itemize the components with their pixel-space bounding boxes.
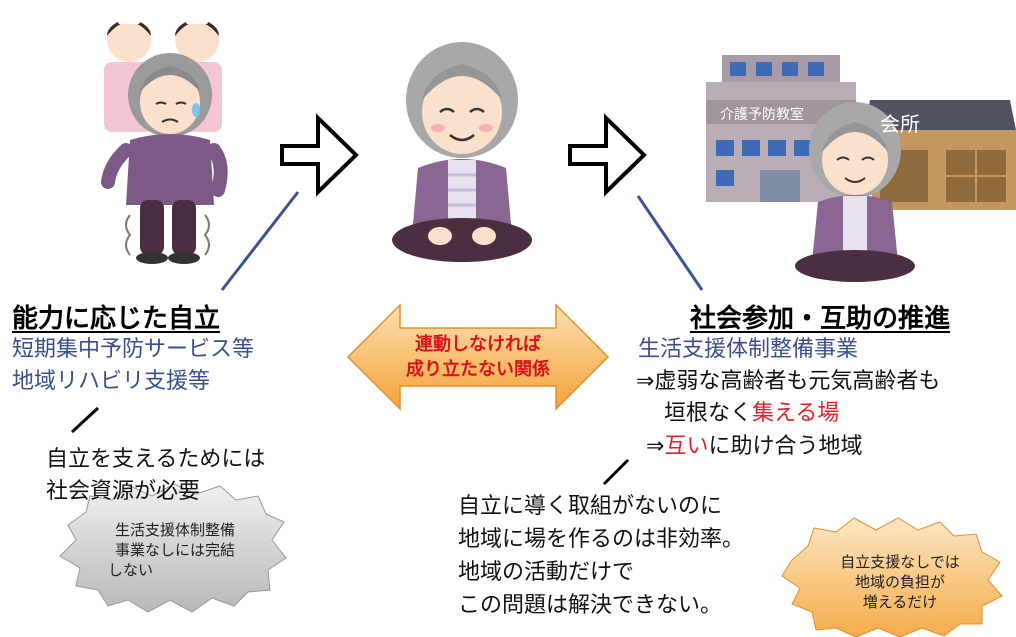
gray-burst-line-1: 生活支援体制整備 xyxy=(114,521,235,539)
building-sign-care-class: 介護予防教室 xyxy=(720,107,804,123)
seated-elderly-illustration xyxy=(392,42,532,262)
right-arrow-2 xyxy=(568,113,647,197)
right-line-2-highlight: 集える場 xyxy=(752,401,840,426)
right-line-2-plain: 垣根なく xyxy=(664,401,753,426)
orange-burst xyxy=(781,517,1003,637)
right-line-3-plain: に助け合う地域 xyxy=(708,434,863,459)
note-tick-right xyxy=(602,458,630,486)
right-title: 社会参加・互助の推進 xyxy=(690,304,951,334)
left-note-1: 自立を支えるためには xyxy=(46,447,266,472)
right-line-3-prefix: ⇒ xyxy=(646,434,665,459)
building-sign-hall: 会所 xyxy=(880,112,920,136)
note-tick-left xyxy=(70,406,100,434)
bottom-note-line-1: 自立に導く取組がないのに xyxy=(458,494,723,519)
left-connector-line xyxy=(220,191,300,291)
double-arrow-line-1: 連動しなければ xyxy=(415,334,541,355)
right-line-3-highlight: 互い xyxy=(664,434,709,459)
orange-burst-line-1: 自立支援なしでは xyxy=(840,553,960,571)
gray-burst xyxy=(59,483,287,613)
bottom-note: 自立に導く取組がないのに 地域に場を作るのは非効率。 地域の活動だけで この問題… xyxy=(458,490,744,622)
right-program: 生活支援体制整備事業 xyxy=(638,337,859,362)
double-arrow-line-2: 成り立たない関係 xyxy=(406,359,550,380)
gray-burst-line-3: しない xyxy=(108,561,154,579)
orange-burst-text: 自立支援なしでは 地域の負担が 増えるだけ xyxy=(820,552,980,612)
bottom-note-line-2: 地域に場を作るのは非効率。 xyxy=(458,527,745,552)
bottom-note-line-4: この問題は解決できない。 xyxy=(458,593,723,618)
gray-burst-line-2: 事業なしには完結 xyxy=(114,541,235,559)
left-line-1: 短期集中予防サービス等 xyxy=(12,337,255,362)
right-line-1: ⇒虚弱な高齢者も元気高齢者も xyxy=(636,369,941,394)
right-arrow-1 xyxy=(280,113,359,197)
orange-burst-line-3: 増えるだけ xyxy=(862,593,938,611)
orange-burst-line-2: 地域の負担が xyxy=(854,573,945,591)
double-arrow xyxy=(346,303,610,411)
community-elderly-illustration xyxy=(795,102,915,282)
left-note-2: 社会資源が必要 xyxy=(46,479,201,504)
double-arrow-text: 連動しなければ 成り立たない関係 xyxy=(398,332,558,382)
gray-burst-text: 生活支援体制整備 事業なしには完結 しない xyxy=(100,520,250,580)
left-line-2: 地域リハビリ支援等 xyxy=(12,369,211,394)
right-line-3: ⇒互いに助け合う地域 xyxy=(646,432,862,462)
right-line-2: 垣根なく集える場 xyxy=(664,399,839,429)
bottom-note-line-3: 地域の活動だけで xyxy=(458,560,635,585)
frail-elderly-illustration xyxy=(101,53,228,264)
right-connector-line xyxy=(636,195,704,291)
left-title: 能力に応じた自立 xyxy=(12,304,221,334)
